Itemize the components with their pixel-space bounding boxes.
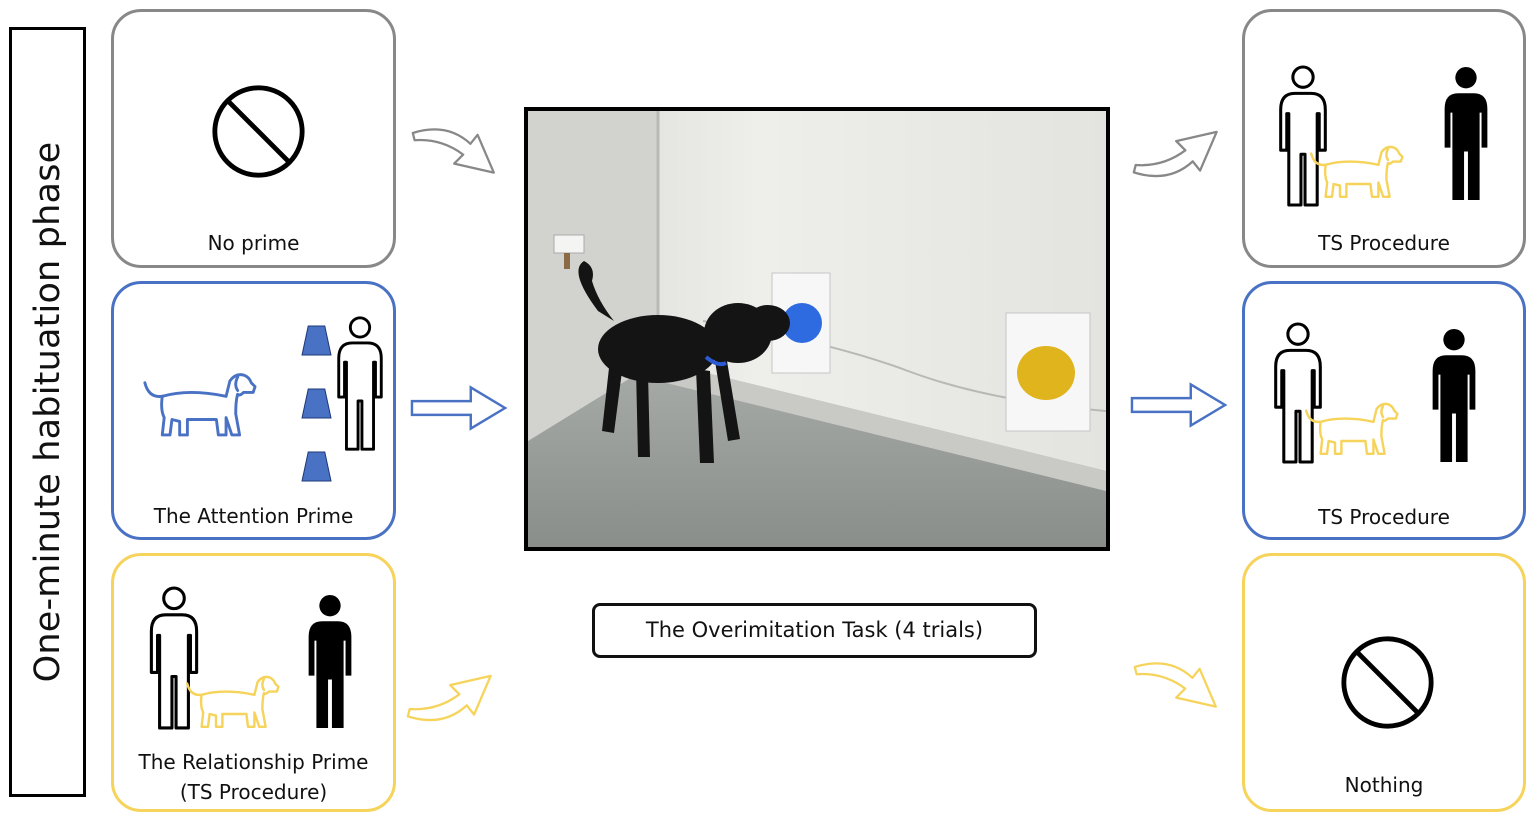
panel-ts-procedure-2: TS Procedure <box>1242 281 1526 540</box>
panel-caption-line-2: (TS Procedure) <box>179 780 328 804</box>
panel-attention-prime: The Attention Prime <box>111 281 396 540</box>
dog-icon <box>1303 399 1399 459</box>
panel-caption: The Attention Prime <box>153 504 354 528</box>
panel-ts-procedure-1: TS Procedure <box>1242 9 1526 268</box>
person-solid-icon <box>1433 66 1499 202</box>
prohibition-icon <box>1339 634 1436 731</box>
person-outline-icon <box>331 315 389 452</box>
cup-icon <box>300 388 333 419</box>
arrow-icon <box>1132 130 1218 178</box>
arrow-icon <box>1130 380 1228 430</box>
arrow-icon <box>410 383 508 433</box>
cup-icon <box>300 451 333 482</box>
habituation-phase-label: One-minute habituation phase <box>9 27 86 797</box>
task-label: The Overimitation Task (4 trials) <box>592 603 1037 658</box>
person-solid-icon <box>1421 328 1487 464</box>
panel-caption: TS Procedure <box>1318 505 1450 529</box>
dog-icon <box>1308 142 1404 202</box>
arrow-icon <box>1132 658 1224 712</box>
prohibition-icon <box>210 83 307 180</box>
panel-caption: No prime <box>207 231 300 255</box>
habituation-phase-text: One-minute habituation phase <box>27 141 68 683</box>
experiment-photo <box>524 107 1110 551</box>
arrow-icon <box>410 124 502 178</box>
panel-relationship-prime: The Relationship Prime (TS Procedure) <box>111 553 396 812</box>
panel-caption: Nothing <box>1344 773 1424 797</box>
cup-icon <box>300 325 333 356</box>
dog-icon <box>141 370 257 440</box>
dog-icon <box>184 672 280 732</box>
panel-nothing: Nothing <box>1242 553 1526 812</box>
photo-illustration <box>528 111 1106 547</box>
person-solid-icon <box>298 594 362 730</box>
panel-no-prime: No prime <box>111 9 396 268</box>
panel-caption-line-1: The Relationship Prime <box>138 750 369 774</box>
arrow-icon <box>406 674 492 722</box>
panel-caption: TS Procedure <box>1318 231 1450 255</box>
